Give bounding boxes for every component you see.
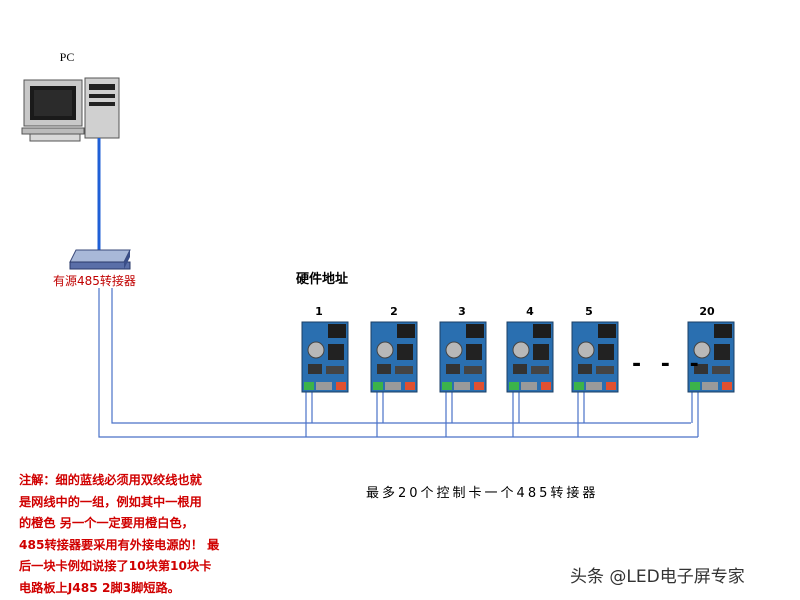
control-card-icon xyxy=(301,321,349,393)
card-number-3: 3 xyxy=(458,305,466,318)
ellipsis-dots: - - - xyxy=(632,352,705,377)
control-cards xyxy=(301,321,735,393)
note-line: 注解：细的蓝线必须用双绞线也就 xyxy=(19,473,202,487)
pc-label: PC xyxy=(59,50,75,64)
converter-label: 有源485转接器 xyxy=(53,274,136,288)
card-number-2: 2 xyxy=(390,305,398,318)
control-card-icon xyxy=(571,321,619,393)
note-line: 后一块卡例如说接了10块第10块卡 xyxy=(19,559,212,573)
note-line: 的橙色 另一个一定要用橙白色， xyxy=(19,516,194,530)
converter-device-icon xyxy=(69,249,131,270)
control-card-icon xyxy=(506,321,554,393)
card-number-5: 5 xyxy=(585,305,593,318)
watermark: 头条 @LED电子屏专家 xyxy=(570,567,745,587)
card-number-20: 20 xyxy=(699,305,715,318)
note-line: 是网线中的一组，例如其中一根用 xyxy=(19,494,202,509)
note-line: 电路板上J485 2脚3脚短路。 xyxy=(19,580,180,595)
card-number-4: 4 xyxy=(526,305,534,318)
hardware-address-label: 硬件地址 xyxy=(296,272,349,287)
summary-text: 最多20个控制卡一个485转接器 xyxy=(366,486,599,501)
card-number-1: 1 xyxy=(315,305,323,318)
note-line: 485转接器要采用有外接电源的！ 最 xyxy=(19,537,220,552)
control-card-icon xyxy=(439,321,487,393)
note-text-block: 注解：细的蓝线必须用双绞线也就 是网线中的一组，例如其中一根用 的橙色 另一个一… xyxy=(19,470,261,599)
pc-computer-icon xyxy=(21,77,120,142)
control-card-icon xyxy=(370,321,418,393)
rs485-bus-lines xyxy=(98,288,699,438)
control-card-icon xyxy=(687,321,735,393)
